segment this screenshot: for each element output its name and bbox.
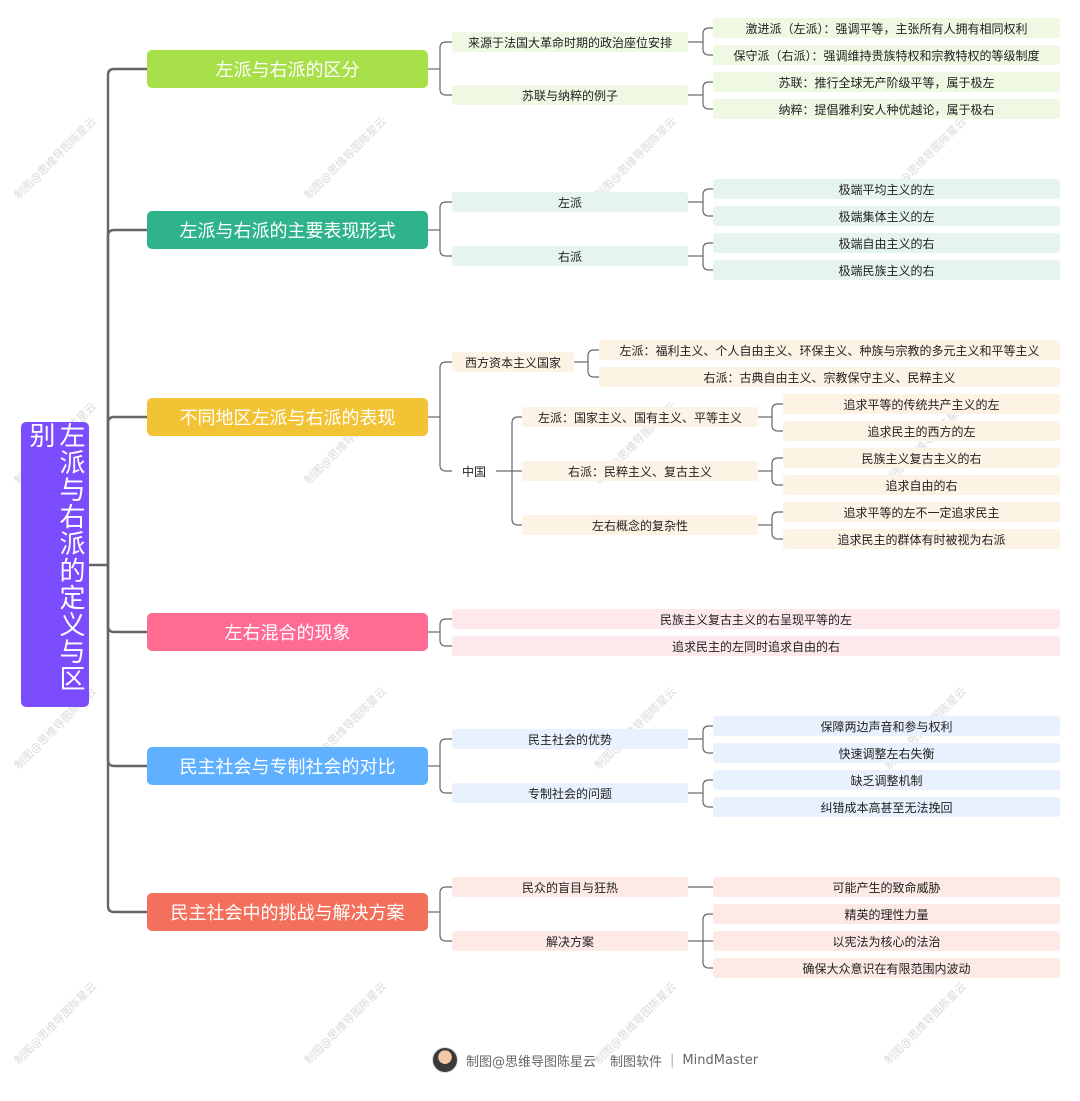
subtopic-complexity[interactable]: 左右概念的复杂性 — [522, 515, 758, 535]
subtopic-french-revolution-origin[interactable]: 来源于法国大革命时期的政治座位安排 — [452, 32, 688, 52]
connector-line — [702, 739, 713, 754]
connector-line — [771, 403, 783, 417]
connector-line — [771, 457, 783, 471]
leaf-extreme-egalitarian-left[interactable]: 极端平均主义的左 — [713, 179, 1060, 199]
leaf-elite-rationality[interactable]: 精英的理性力量 — [713, 904, 1060, 924]
footer-software-label: 制图软件 — [610, 1054, 663, 1070]
leaf-western-right[interactable]: 右派：古典自由主义、宗教保守主义、民粹主义 — [599, 367, 1060, 387]
connector-line — [702, 913, 713, 941]
connector-line — [106, 67, 147, 565]
connector-line — [106, 565, 147, 768]
leaf-nazi[interactable]: 纳粹：提倡雅利安人种优越论，属于极右 — [713, 99, 1060, 119]
connector-line — [439, 632, 452, 647]
leaf-extreme-liberal-right[interactable]: 极端自由主义的右 — [713, 233, 1060, 253]
connector-line — [702, 725, 713, 739]
connector-line — [439, 361, 452, 417]
connector-line — [439, 766, 452, 794]
connector-line — [702, 202, 713, 217]
connector-line — [702, 242, 713, 256]
subtopic-china-left[interactable]: 左派：国家主义、国有主义、平等主义 — [522, 407, 758, 427]
connector-line — [771, 511, 783, 525]
connector-line — [702, 95, 713, 110]
leaf-china-left-1[interactable]: 追求平等的传统共产主义的左 — [783, 394, 1060, 414]
leaf-constitutional-rule[interactable]: 以宪法为核心的法治 — [713, 931, 1060, 951]
topic-regional-differences[interactable]: 不同地区左派与右派的表现 — [147, 398, 428, 436]
topic-left-right-distinction[interactable]: 左派与右派的区分 — [147, 50, 428, 88]
connector-line — [439, 912, 452, 942]
footer: 制图@思维导图陈星云 制图软件 | MindMaster — [432, 1047, 758, 1073]
topic-democracy-vs-autocracy[interactable]: 民主社会与专制社会的对比 — [147, 747, 428, 785]
leaf-soviet[interactable]: 苏联：推行全球无产阶级平等，属于极左 — [713, 72, 1060, 92]
topic-mixed-phenomenon[interactable]: 左右混合的现象 — [147, 613, 428, 651]
connector-line — [702, 27, 713, 42]
footer-separator: | — [670, 1052, 675, 1068]
connector-line — [511, 471, 522, 526]
leaf-china-right-1[interactable]: 民族主义复古主义的右 — [783, 448, 1060, 468]
connector-line — [702, 188, 713, 202]
leaf-fatal-threat[interactable]: 可能产生的致命威胁 — [713, 877, 1060, 897]
leaf-china-right-2[interactable]: 追求自由的右 — [783, 475, 1060, 495]
connector-line — [439, 201, 452, 230]
subtopic-soviet-nazi-example[interactable]: 苏联与纳粹的例子 — [452, 85, 688, 105]
connector-line — [702, 256, 713, 271]
connector-line — [439, 69, 452, 96]
leaf-bounded-public-opinion[interactable]: 确保大众意识在有限范围内波动 — [713, 958, 1060, 978]
connector-line — [106, 565, 147, 914]
connector-line — [702, 779, 713, 793]
connector-line — [439, 417, 452, 472]
connector-line — [771, 525, 783, 540]
author-avatar — [432, 1047, 458, 1073]
subtopic-democracy-advantages[interactable]: 民主社会的优势 — [452, 729, 688, 749]
connector-line — [439, 41, 452, 69]
leaf-democracy-1[interactable]: 保障两边声音和参与权利 — [713, 716, 1060, 736]
leaf-complexity-2[interactable]: 追求民主的群体有时被视为右派 — [783, 529, 1060, 549]
subtopic-china-right[interactable]: 右派：民粹主义、复古主义 — [522, 461, 758, 481]
leaf-autocracy-2[interactable]: 纠错成本高甚至无法挽回 — [713, 797, 1060, 817]
leaf-democracy-2[interactable]: 快速调整左右失衡 — [713, 743, 1060, 763]
leaf-extreme-collectivist-left[interactable]: 极端集体主义的左 — [713, 206, 1060, 226]
footer-author: 制图@思维导图陈星云 — [466, 1054, 597, 1070]
leaf-complexity-1[interactable]: 追求平等的左不一定追求民主 — [783, 502, 1060, 522]
leaf-mixed-1[interactable]: 民族主义复古主义的右呈现平等的左 — [452, 609, 1060, 629]
connector-line — [771, 417, 783, 432]
connector-line — [702, 793, 713, 808]
connector-line — [106, 415, 147, 565]
connector-line — [439, 886, 452, 912]
root-topic[interactable]: 左派与右派的定义与区别 — [21, 422, 89, 707]
leaf-mixed-2[interactable]: 追求民主的左同时追求自由的右 — [452, 636, 1060, 656]
leaf-western-left[interactable]: 左派：福利主义、个人自由主义、环保主义、种族与宗教的多元主义和平等主义 — [599, 340, 1060, 360]
connector-line — [106, 228, 147, 565]
leaf-extreme-nationalist-right[interactable]: 极端民族主义的右 — [713, 260, 1060, 280]
connector-line — [106, 565, 147, 634]
connector-line — [587, 349, 599, 362]
footer-software-name: MindMaster — [682, 1052, 759, 1068]
subtopic-blind-fanaticism[interactable]: 民众的盲目与狂热 — [452, 877, 688, 897]
subtopic-left[interactable]: 左派 — [452, 192, 688, 212]
connector-line — [439, 230, 452, 257]
connector-line — [587, 362, 599, 378]
connector-line — [702, 42, 713, 56]
connector-line — [702, 941, 713, 969]
leaf-radicals-left[interactable]: 激进派（左派）：强调平等，主张所有人拥有相同权利 — [713, 18, 1060, 38]
topic-main-forms[interactable]: 左派与右派的主要表现形式 — [147, 211, 428, 249]
connector-line — [439, 618, 452, 632]
connector-line — [702, 81, 713, 95]
subtopic-china[interactable]: 中国 — [461, 464, 486, 479]
leaf-china-left-2[interactable]: 追求民主的西方的左 — [783, 421, 1060, 441]
subtopic-western-capitalist[interactable]: 西方资本主义国家 — [452, 352, 574, 372]
leaf-conservatives-right[interactable]: 保守派（右派）：强调维持贵族特权和宗教特权的等级制度 — [713, 45, 1060, 65]
connector-line — [511, 416, 522, 471]
subtopic-autocracy-problems[interactable]: 专制社会的问题 — [452, 783, 688, 803]
subtopic-right[interactable]: 右派 — [452, 246, 688, 266]
connector-line — [771, 471, 783, 486]
leaf-autocracy-1[interactable]: 缺乏调整机制 — [713, 770, 1060, 790]
subtopic-solutions[interactable]: 解决方案 — [452, 931, 688, 951]
connector-line — [439, 738, 452, 766]
topic-challenges-solutions[interactable]: 民主社会中的挑战与解决方案 — [147, 893, 428, 931]
